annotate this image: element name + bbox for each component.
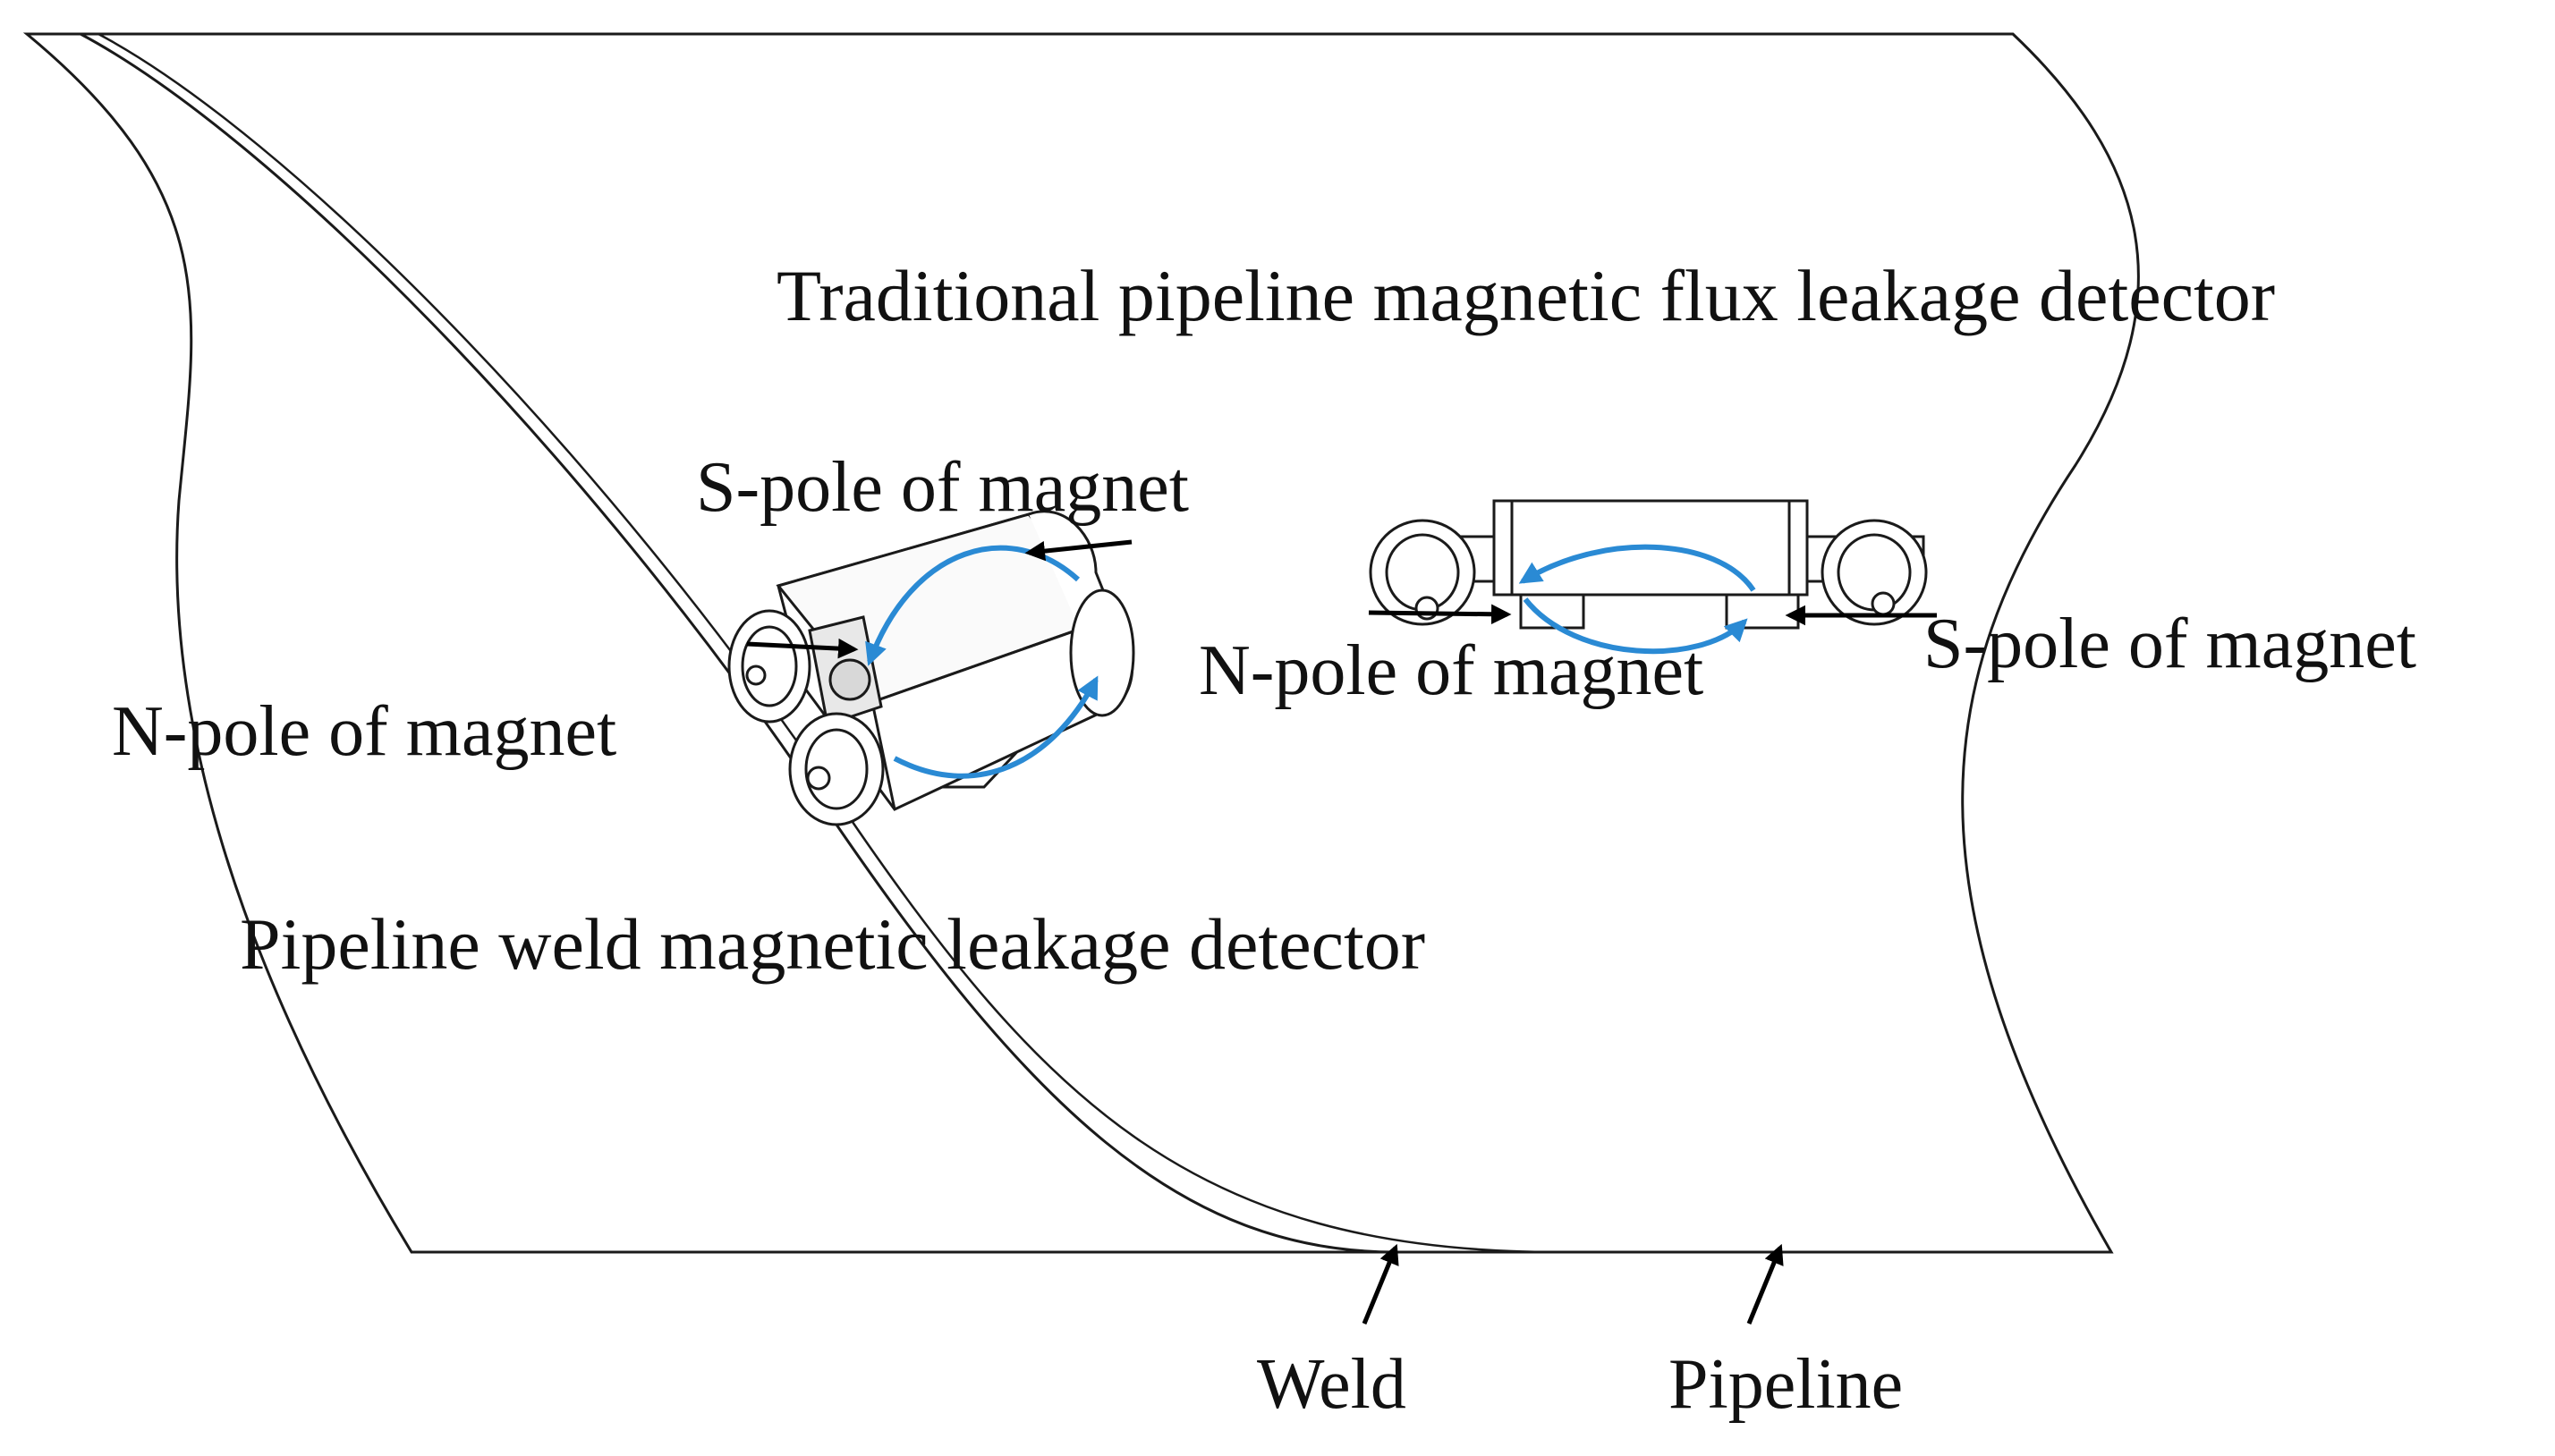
n-pole-right-pointer	[1368, 604, 1512, 625]
weld-label: Weld	[1257, 1345, 1406, 1424]
weld-pointer	[1362, 1243, 1399, 1325]
traditional-flux-arrow-upper	[1518, 544, 1756, 592]
traditional-flux-arrow-lower	[1523, 597, 1748, 655]
s-pole-left-label: S-pole of magnet	[696, 448, 1189, 527]
n-pole-left-pointer	[746, 638, 859, 659]
s-pole-left-pointer	[1024, 539, 1133, 562]
pipeline-pointer	[1746, 1243, 1784, 1325]
traditional-detector-device	[1369, 499, 1928, 630]
pipeline-label: Pipeline	[1668, 1345, 1904, 1424]
traditional-detector-label: Traditional pipeline magnetic flux leaka…	[777, 255, 2276, 336]
weld-detector-device	[727, 510, 1135, 826]
pipeline-outline	[22, 32, 2140, 1254]
flux-arrow-lower	[893, 675, 1099, 779]
traditional-detector-foot-right	[1725, 593, 1800, 630]
weld-detector-label: Pipeline weld magnetic leakage detector	[240, 903, 1426, 985]
traditional-detector-foot-left	[1519, 593, 1585, 630]
s-pole-right-label: S-pole of magnet	[1923, 605, 2416, 683]
n-pole-left-label: N-pole of magnet	[112, 692, 617, 771]
n-pole-right-label: N-pole of magnet	[1199, 631, 1704, 710]
flux-arrow-upper	[865, 545, 1081, 666]
